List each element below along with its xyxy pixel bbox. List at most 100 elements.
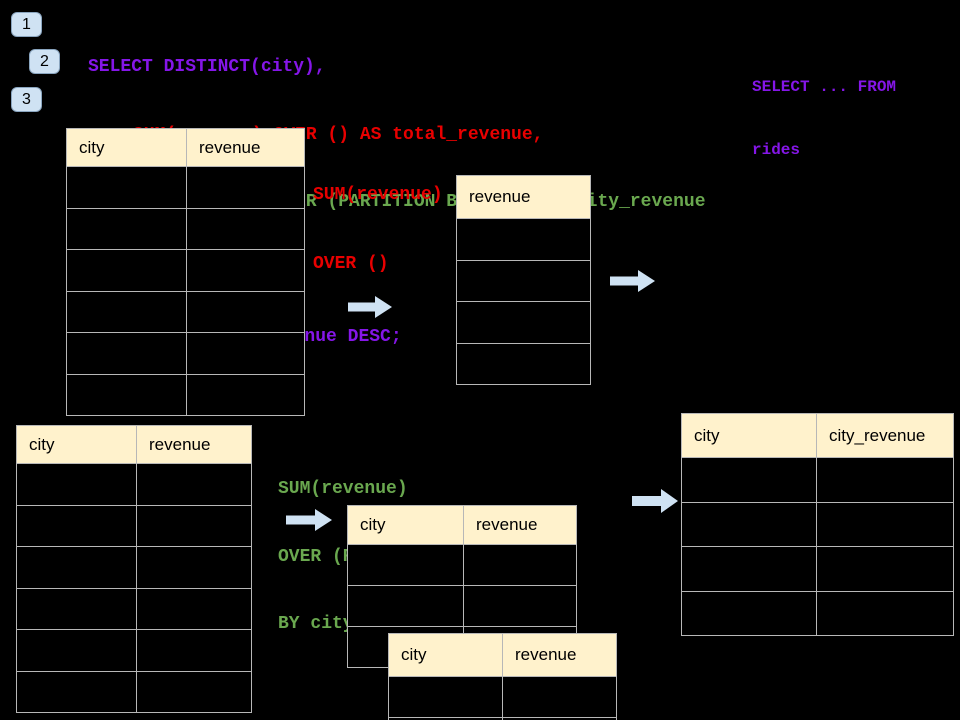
empty-cell [186, 249, 305, 292]
empty-cell [816, 546, 954, 592]
empty-cell [681, 501, 817, 547]
empty-cell [388, 676, 503, 718]
empty-cell [136, 463, 252, 506]
empty-cell [66, 249, 187, 292]
empty-cell [186, 166, 305, 209]
column-header-city: city [66, 128, 187, 167]
side-note-code: SELECT ... FROM rides [752, 35, 896, 203]
table-row [16, 504, 252, 547]
empty-cell [681, 546, 817, 592]
empty-cell [136, 546, 252, 589]
column-header-revenue: revenue [502, 633, 617, 677]
empty-cell [66, 332, 187, 375]
flow-arrow-partition-to-final [632, 489, 678, 513]
annotation-window-partition-line-1: SUM(revenue) [278, 479, 408, 499]
table-row [16, 463, 252, 506]
empty-cell [681, 590, 817, 636]
column-header-city: city [388, 633, 503, 677]
empty-cell [16, 587, 137, 630]
table-row [66, 373, 305, 416]
sql-line-select: SELECT DISTINCT(city), [88, 57, 326, 77]
table-header-row: city revenue [66, 128, 305, 167]
column-header-city-revenue: city_revenue [816, 413, 954, 458]
table-source-top: city revenue [66, 128, 305, 416]
annotation-window-total-line-1: SUM(revenue) [313, 185, 443, 205]
empty-cell [816, 457, 954, 503]
column-header-revenue: revenue [463, 505, 577, 545]
table-final-result: city city_revenue [681, 413, 954, 636]
empty-cell [502, 717, 617, 720]
step-badge-3-label: 3 [22, 90, 31, 108]
empty-cell [136, 587, 252, 630]
table-row [347, 585, 577, 627]
table-row [66, 249, 305, 292]
right-arrow-icon [610, 270, 655, 292]
empty-cell [66, 207, 187, 250]
empty-cell [463, 544, 577, 586]
empty-cell [463, 585, 577, 627]
flow-arrow-total-out [610, 270, 655, 292]
empty-cell [681, 457, 817, 503]
empty-cell [66, 373, 187, 416]
step-badge-1: 1 [11, 12, 42, 37]
empty-cell [16, 629, 137, 672]
table-row [681, 457, 954, 503]
annotation-window-total: SUM(revenue) OVER () [313, 138, 443, 322]
empty-cell [136, 629, 252, 672]
column-header-city: city [347, 505, 464, 545]
empty-cell [16, 546, 137, 589]
empty-cell [502, 676, 617, 718]
table-header-row: city revenue [347, 505, 577, 545]
empty-cell [16, 463, 137, 506]
table-row [16, 629, 252, 672]
column-header-revenue: revenue [456, 175, 591, 219]
empty-cell [456, 218, 591, 261]
table-row [16, 670, 252, 713]
table-row [16, 546, 252, 589]
right-arrow-icon [286, 509, 332, 531]
table-partition-overlay: city revenue [388, 633, 617, 720]
table-row [66, 207, 305, 250]
table-row [66, 290, 305, 333]
table-row [66, 166, 305, 209]
empty-cell [16, 670, 137, 713]
table-row [456, 218, 591, 261]
table-header-row: city revenue [16, 425, 252, 464]
table-header-row: city revenue [388, 633, 617, 677]
annotation-window-total-line-2: OVER () [313, 254, 389, 274]
empty-cell [456, 259, 591, 302]
empty-cell [136, 670, 252, 713]
table-row [66, 332, 305, 375]
table-row [456, 259, 591, 302]
table-header-row: city city_revenue [681, 413, 954, 458]
table-row [347, 544, 577, 586]
table-row [456, 342, 591, 385]
table-row [16, 587, 252, 630]
empty-cell [816, 590, 954, 636]
step-badge-2-label: 2 [40, 52, 49, 70]
table-source-bottom: city revenue [16, 425, 252, 713]
right-arrow-icon [632, 489, 678, 513]
table-row [388, 676, 617, 718]
step-badge-1-label: 1 [22, 15, 31, 33]
empty-cell [186, 332, 305, 375]
table-row [456, 301, 591, 344]
table-row [681, 546, 954, 592]
table-row [388, 717, 617, 720]
empty-cell [136, 504, 252, 547]
table-total-result: revenue [456, 175, 591, 385]
side-note-line-1: SELECT ... FROM [752, 78, 897, 96]
flow-arrow-source-to-total [348, 296, 392, 318]
empty-cell [66, 166, 187, 209]
empty-cell [16, 504, 137, 547]
table-header-row: revenue [456, 175, 591, 219]
column-header-city: city [16, 425, 137, 464]
table-row [681, 590, 954, 636]
step-badge-2: 2 [29, 49, 60, 74]
column-header-revenue: revenue [136, 425, 252, 464]
empty-cell [186, 290, 305, 333]
empty-cell [456, 301, 591, 344]
empty-cell [186, 207, 305, 250]
column-header-city: city [681, 413, 817, 458]
